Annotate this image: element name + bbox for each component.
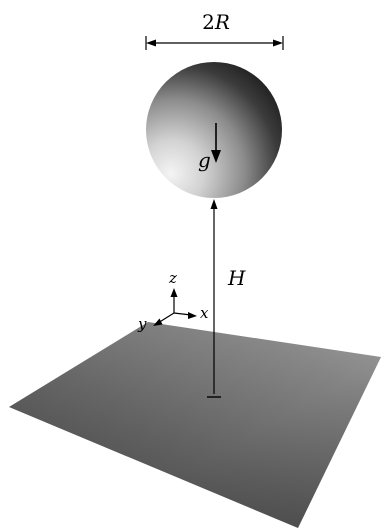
diameter-symbol: R [214,10,230,34]
gravity-label: g [198,148,211,172]
coordinate-axes [153,288,197,326]
height-label: H [227,266,246,290]
diameter-dimension: 2R [145,10,284,50]
height-dimension [207,199,221,398]
diameter-label: 2R [202,10,230,34]
ground-plane [9,322,381,528]
axis-z-label: z [168,269,177,287]
gravity-arrow [211,123,221,163]
diameter-coefficient: 2 [202,10,215,34]
sphere [146,62,282,198]
axis-x-label: x [200,304,209,322]
axis-y-label: y [137,315,147,333]
